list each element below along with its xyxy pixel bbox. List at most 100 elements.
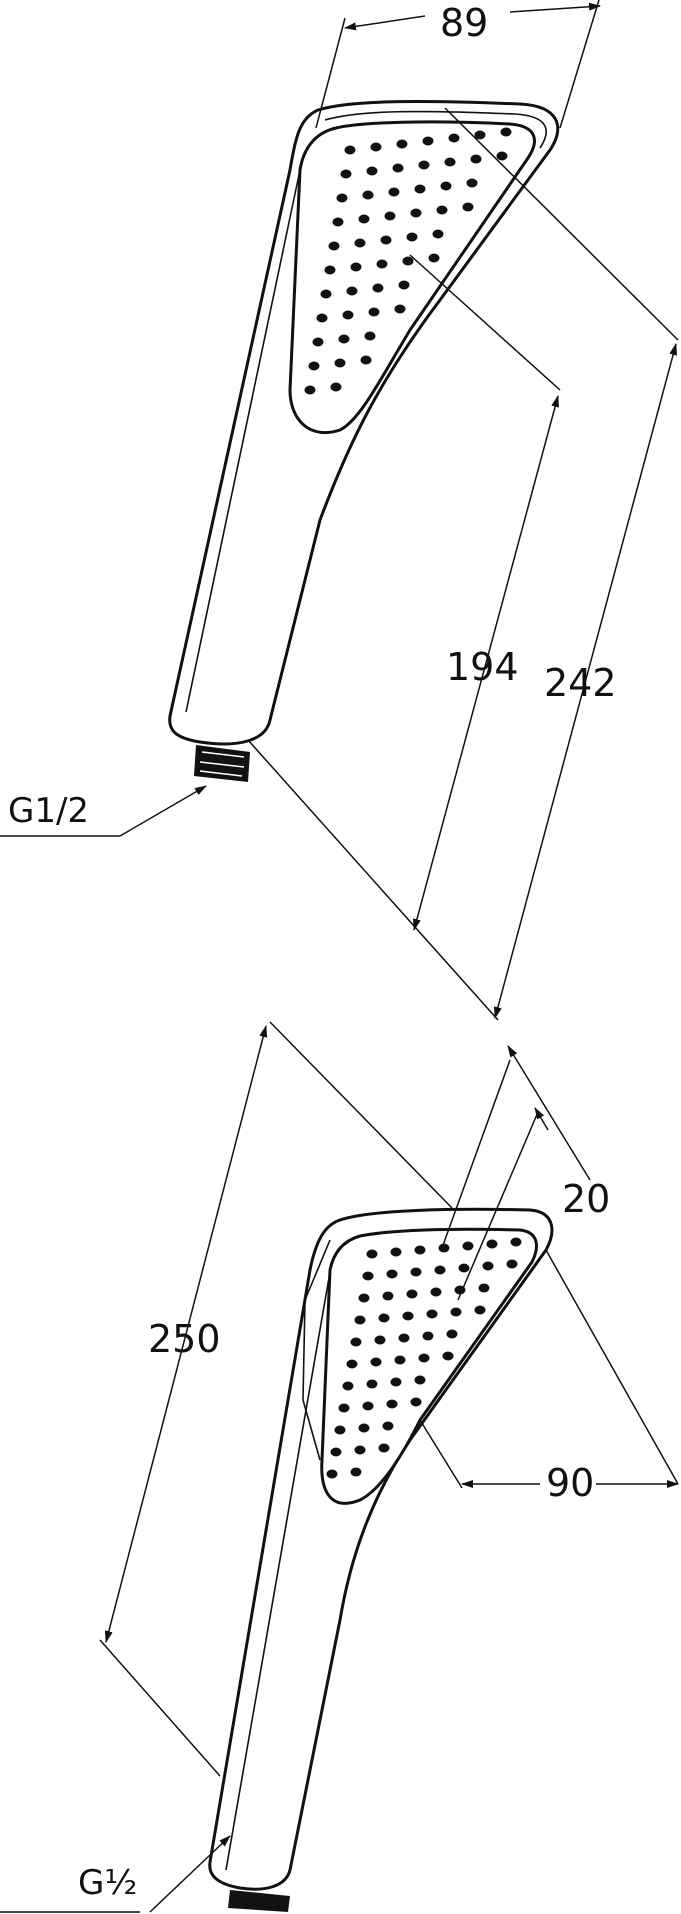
- thread-label-top: G1/2: [8, 791, 89, 831]
- nozzle-dot: [406, 1289, 418, 1299]
- nozzle-dot: [410, 1267, 422, 1277]
- top-hand-shower: [168, 100, 560, 782]
- nozzle-dot: [422, 136, 434, 146]
- nozzle-dot: [444, 157, 456, 167]
- nozzle-dot: [346, 1359, 358, 1369]
- nozzle-dot: [450, 1307, 462, 1317]
- nozzle-dot: [324, 265, 336, 275]
- nozzle-dot: [382, 1291, 394, 1301]
- nozzle-dot: [398, 1333, 410, 1343]
- nozzle-dot: [326, 1469, 338, 1479]
- nozzle-dot: [378, 1443, 390, 1453]
- nozzle-dot: [430, 1287, 442, 1297]
- nozzle-dot: [446, 1329, 458, 1339]
- nozzle-dot: [474, 1305, 486, 1315]
- nozzle-dot: [414, 184, 426, 194]
- nozzle-dot: [362, 190, 374, 200]
- nozzle-dot: [350, 262, 362, 272]
- dim-90: 90: [546, 1461, 594, 1505]
- nozzle-dot: [428, 253, 440, 263]
- nozzle-dot: [368, 307, 380, 317]
- nozzle-dot: [384, 211, 396, 221]
- nozzle-dot: [410, 208, 422, 218]
- nozzle-dot: [334, 358, 346, 368]
- nozzle-dot: [442, 1351, 454, 1361]
- nozzle-dot: [380, 235, 392, 245]
- nozzle-dot: [338, 334, 350, 344]
- nozzle-dot: [418, 1353, 430, 1363]
- nozzle-dot: [358, 1293, 370, 1303]
- nozzle-dot: [328, 241, 340, 251]
- nozzle-dot: [402, 1311, 414, 1321]
- nozzle-dot: [398, 280, 410, 290]
- nozzle-dot: [312, 337, 324, 347]
- nozzle-dot: [438, 1243, 450, 1253]
- spray-nozzles-top: [304, 127, 512, 395]
- nozzle-dot: [434, 1265, 446, 1275]
- nozzle-dot: [392, 163, 404, 173]
- nozzle-dot: [354, 1315, 366, 1325]
- nozzle-dot: [340, 169, 352, 179]
- bottom-dimensions: 250 20 90 G½: [0, 1021, 679, 1913]
- nozzle-dot: [406, 232, 418, 242]
- nozzle-dot: [394, 304, 406, 314]
- nozzle-dot: [350, 1337, 362, 1347]
- nozzle-dot: [396, 139, 408, 149]
- nozzle-dot: [342, 310, 354, 320]
- dim-89: 89: [440, 1, 488, 45]
- connector-top: [194, 745, 250, 782]
- connector-bottom: [228, 1890, 290, 1912]
- nozzle-dot: [496, 151, 508, 161]
- nozzle-dot: [364, 331, 376, 341]
- nozzle-dot: [402, 256, 414, 266]
- nozzle-dot: [500, 127, 512, 137]
- nozzle-dot: [414, 1375, 426, 1385]
- nozzle-dot: [440, 181, 452, 191]
- nozzle-dot: [354, 1445, 366, 1455]
- nozzle-dot: [462, 1241, 474, 1251]
- nozzle-dot: [510, 1237, 522, 1247]
- nozzle-dot: [338, 1403, 350, 1413]
- nozzle-dot: [426, 1309, 438, 1319]
- spray-nozzles-bottom: [326, 1237, 522, 1479]
- nozzle-dot: [478, 1283, 490, 1293]
- nozzle-dot: [304, 385, 316, 395]
- nozzle-dot: [474, 130, 486, 140]
- nozzle-dot: [418, 160, 430, 170]
- nozzle-dot: [394, 1355, 406, 1365]
- nozzle-dot: [386, 1269, 398, 1279]
- nozzle-dot: [362, 1271, 374, 1281]
- nozzle-dot: [308, 361, 320, 371]
- nozzle-dot: [436, 205, 448, 215]
- nozzle-dot: [320, 289, 332, 299]
- nozzle-dot: [370, 1357, 382, 1367]
- nozzle-dot: [346, 286, 358, 296]
- nozzle-dot: [362, 1401, 374, 1411]
- nozzle-dot: [410, 1397, 422, 1407]
- nozzle-dot: [370, 142, 382, 152]
- nozzle-dot: [354, 238, 366, 248]
- bottom-hand-shower: [208, 1207, 554, 1912]
- nozzle-dot: [486, 1239, 498, 1249]
- nozzle-dot: [316, 313, 328, 323]
- nozzle-dot: [386, 1399, 398, 1409]
- thread-label-bottom: G½: [78, 1863, 137, 1903]
- nozzle-dot: [366, 1379, 378, 1389]
- nozzle-dot: [360, 355, 372, 365]
- dim-250: 250: [148, 1317, 221, 1361]
- nozzle-dot: [336, 193, 348, 203]
- nozzle-dot: [422, 1331, 434, 1341]
- nozzle-dot: [358, 214, 370, 224]
- dim-242: 242: [544, 661, 617, 705]
- nozzle-dot: [366, 166, 378, 176]
- nozzle-dot: [482, 1261, 494, 1271]
- nozzle-dot: [470, 154, 482, 164]
- top-dimensions: 89 194 242 G1/2: [0, 0, 679, 1021]
- nozzle-dot: [458, 1263, 470, 1273]
- nozzle-dot: [366, 1249, 378, 1259]
- nozzle-dot: [466, 178, 478, 188]
- nozzle-dot: [378, 1313, 390, 1323]
- dim-20: 20: [562, 1177, 610, 1221]
- nozzle-dot: [376, 259, 388, 269]
- nozzle-dot: [334, 1425, 346, 1435]
